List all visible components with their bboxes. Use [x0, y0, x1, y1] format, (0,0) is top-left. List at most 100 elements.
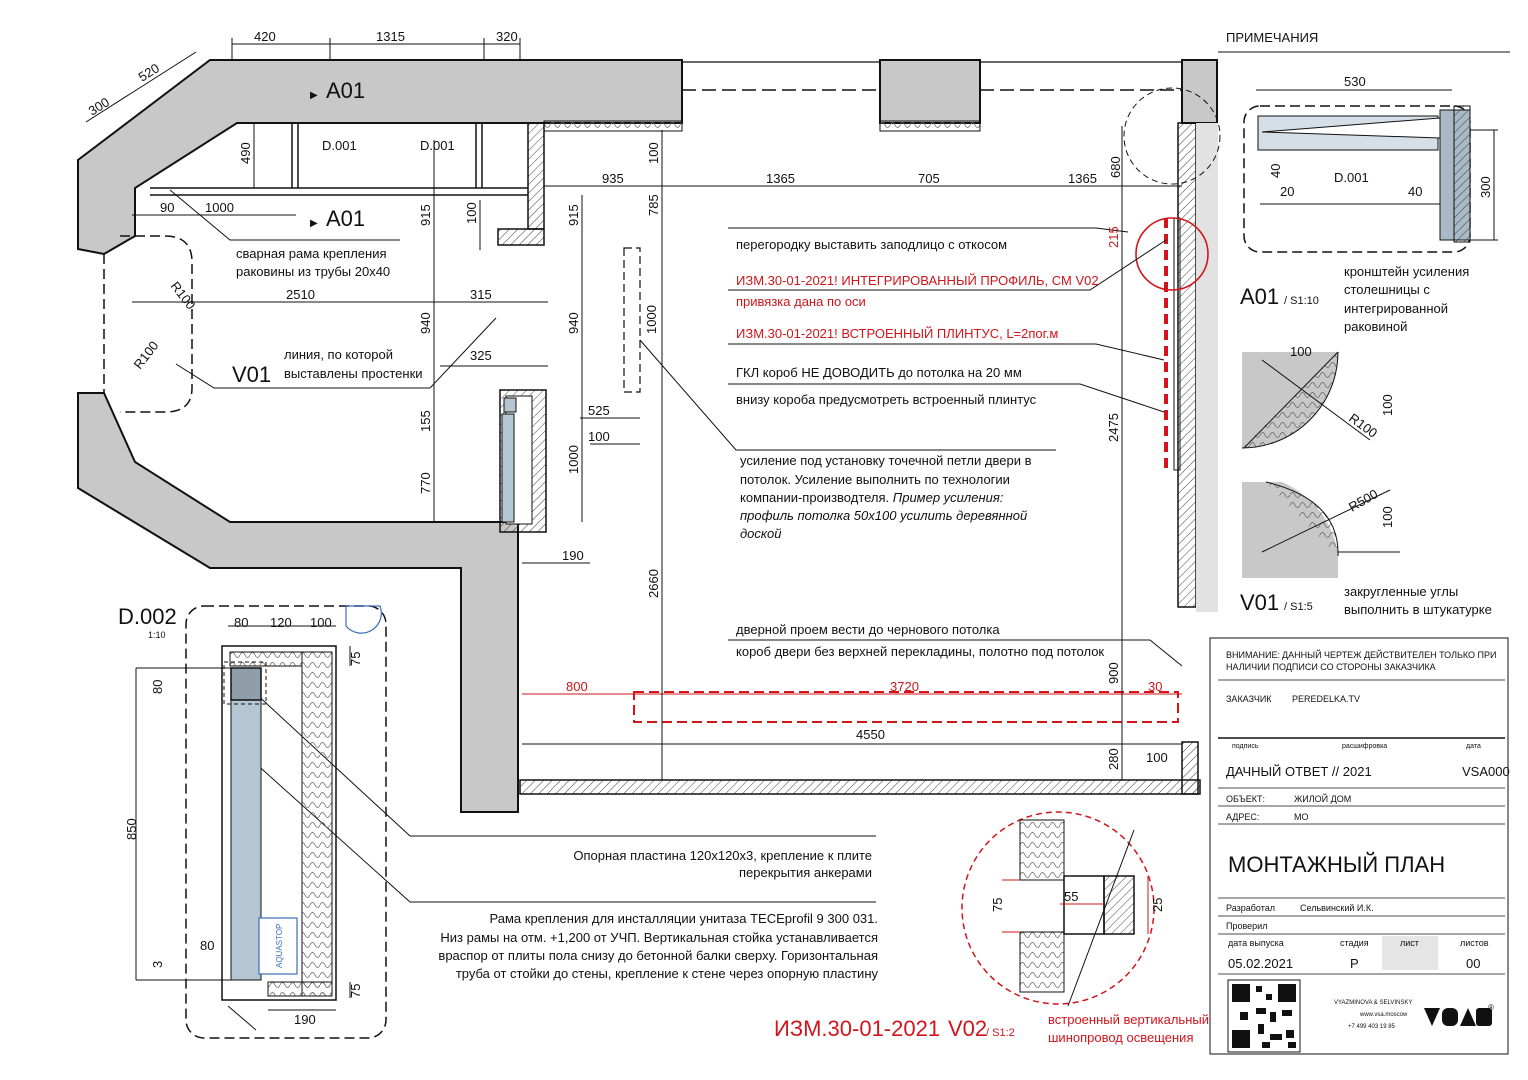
tb-warn-2: НАЛИЧИИ ПОДПИСИ СО СТОРОНЫ ЗАКАЗЧИКА — [1226, 662, 1436, 672]
label-v01: V01 — [232, 362, 271, 387]
note-hinge-5: доской — [740, 526, 782, 541]
dim-100b: 100 — [464, 202, 479, 224]
note-hinge-1: усиление под установку точечной петли дв… — [740, 453, 1032, 468]
v01-desc-1: закругленные углы — [1344, 584, 1458, 599]
tb-decode: расшифровка — [1342, 743, 1387, 750]
tb-dev-label: Разработал — [1226, 903, 1275, 913]
a01-desc-1: кронштейн усиления — [1344, 264, 1469, 279]
note-partition: перегородку выставить заподлицо с откосо… — [736, 237, 1007, 252]
a01-desc-4: раковиной — [1344, 319, 1407, 334]
v02-dim-55: 55 — [1064, 889, 1078, 904]
d002-dim-3: 3 — [150, 961, 165, 968]
tb-date: дата — [1466, 743, 1481, 750]
d002-dim-100: 100 — [310, 615, 332, 630]
v02-name: V02 — [948, 1016, 987, 1041]
a01-desc-3: интегрированной — [1344, 301, 1448, 316]
tb-code: VSA000 — [1462, 764, 1510, 779]
v01-scale: / S1:5 — [1284, 601, 1313, 613]
dim-900: 900 — [1106, 662, 1121, 684]
note-hinge-4: профиль потолка 50х100 усилить деревянно… — [740, 508, 1027, 523]
dim-680: 680 — [1108, 156, 1123, 178]
note-door-2: короб двери без верхней перекладины, пол… — [736, 644, 1104, 659]
dim-315: 315 — [470, 287, 492, 302]
dim-30: 30 — [1148, 679, 1162, 694]
note-rama-4: труба от стойки до стены, крепление к ст… — [456, 966, 879, 981]
v02-caption-2: шинопровод освещения — [1048, 1030, 1193, 1045]
dim-705: 705 — [918, 171, 940, 186]
note-rama-3: враспор от плиты пола снизу до бетонной … — [438, 948, 878, 963]
tb-sig: подпись — [1232, 743, 1259, 750]
dim-1000b: 1000 — [644, 305, 659, 334]
v01-desc-2: выполнить в штукатурке — [1344, 602, 1492, 617]
d002-aquastop: AQUASTOP — [275, 924, 284, 968]
dim-280: 280 — [1106, 748, 1121, 770]
corner2-dim-100: 100 — [1380, 506, 1395, 528]
tb-firm-2: www.vsa.moscow — [1359, 1012, 1408, 1018]
label-d001a: D.001 — [322, 138, 357, 153]
d002-dim-190: 190 — [294, 1012, 316, 1027]
note-rama-1: Рама крепления для инсталляции унитаза T… — [490, 911, 878, 926]
note-box-plinth: внизу короба предусмотреть встроенный пл… — [736, 392, 1037, 407]
corner1-dim-100a: 100 — [1290, 344, 1312, 359]
tb-address: МО — [1294, 812, 1309, 822]
label-a01-top: A01 — [326, 78, 365, 103]
a01-dim-530: 530 — [1344, 74, 1366, 89]
note-box-ceiling: ГКЛ короб НЕ ДОВОДИТЬ до потолка на 20 м… — [736, 365, 1022, 380]
tb-sheet-label: лист — [1400, 938, 1419, 948]
tb-address-label: АДРЕС: — [1226, 812, 1259, 822]
corner2-radius: R500 — [1346, 486, 1380, 515]
tb-project: ДАЧНЫЙ ОТВЕТ // 2021 — [1226, 764, 1372, 779]
a01-desc-2: столешницы с — [1344, 282, 1430, 297]
d002-dim-75a: 75 — [348, 652, 363, 666]
d002-dim-850: 850 — [124, 818, 139, 840]
label-d001b: D.001 — [420, 138, 455, 153]
d002-title: D.002 — [118, 604, 177, 629]
dim-320: 320 — [496, 29, 518, 44]
d002-dim-120: 120 — [270, 615, 292, 630]
side-header: ПРИМЕЧАНИЯ — [1226, 30, 1318, 45]
tb-check-label: Проверил — [1226, 921, 1267, 931]
tb-object: ЖИЛОЙ ДОМ — [1294, 793, 1351, 804]
tb-stage: Р — [1350, 956, 1359, 971]
note-plate-1: Опорная пластина 120х120х3, крепление к … — [573, 848, 872, 863]
dim-325: 325 — [470, 348, 492, 363]
note-plate-2: перекрытия анкерами — [739, 865, 872, 880]
side-panel — [1209, 51, 1510, 1055]
corner1-dim-100b: 100 — [1380, 394, 1395, 416]
dim-100d: 100 — [1146, 750, 1168, 765]
d002-dim-80c: 80 — [200, 938, 214, 953]
label-a01-mid: A01 — [326, 206, 365, 231]
dim-2510: 2510 — [286, 287, 315, 302]
detail-v02 — [961, 811, 1155, 1007]
tb-customer: PEREDELKA.TV — [1292, 694, 1360, 704]
dim-1315: 1315 — [376, 29, 405, 44]
dim-155: 155 — [418, 410, 433, 432]
radius-r100a: R100 — [168, 279, 199, 313]
dim-100c: 100 — [588, 429, 610, 444]
dim-935: 935 — [602, 171, 624, 186]
dim-190a: 190 — [562, 548, 584, 563]
tb-sheet-title: МОНТАЖНЫЙ ПЛАН — [1228, 852, 1445, 877]
note-rev-plinth: ИЗМ.30-01-2021! ВСТРОЕННЫЙ ПЛИНТУС, L=2п… — [736, 326, 1058, 341]
note-hinge-2: потолок. Усиление выполнить по технологи… — [740, 472, 1010, 487]
dim-2660: 2660 — [646, 569, 661, 598]
section-marker-icon: ▶ — [310, 90, 318, 101]
a01-dim-300: 300 — [1478, 176, 1493, 198]
dim-800: 800 — [566, 679, 588, 694]
corner1-radius: R100 — [1346, 410, 1380, 440]
dim-915b: 915 — [566, 204, 581, 226]
note-rev-profile: ИЗМ.30-01-2021! ИНТЕГРИРОВАННЫЙ ПРОФИЛЬ,… — [736, 273, 1099, 288]
dim-1365a: 1365 — [766, 171, 795, 186]
note-hinge-3: компании-производтеля. Пример усиления: — [740, 490, 1004, 505]
dim-90: 90 — [160, 200, 174, 215]
d002-dim-80b: 80 — [150, 680, 165, 694]
tb-sheets: 00 — [1466, 956, 1480, 971]
dim-215: 215 — [1106, 226, 1121, 248]
v02-caption-1: встроенный вертикальный — [1048, 1012, 1209, 1027]
dim-915a: 915 — [418, 204, 433, 226]
dimension-lines — [85, 38, 1199, 780]
detail-d002 — [135, 605, 387, 1039]
tb-issue-label: дата выпуска — [1228, 938, 1284, 948]
tb-firm-1: VYAZMINOVA & SELVINSKY — [1334, 1000, 1412, 1006]
dim-525: 525 — [588, 403, 610, 418]
